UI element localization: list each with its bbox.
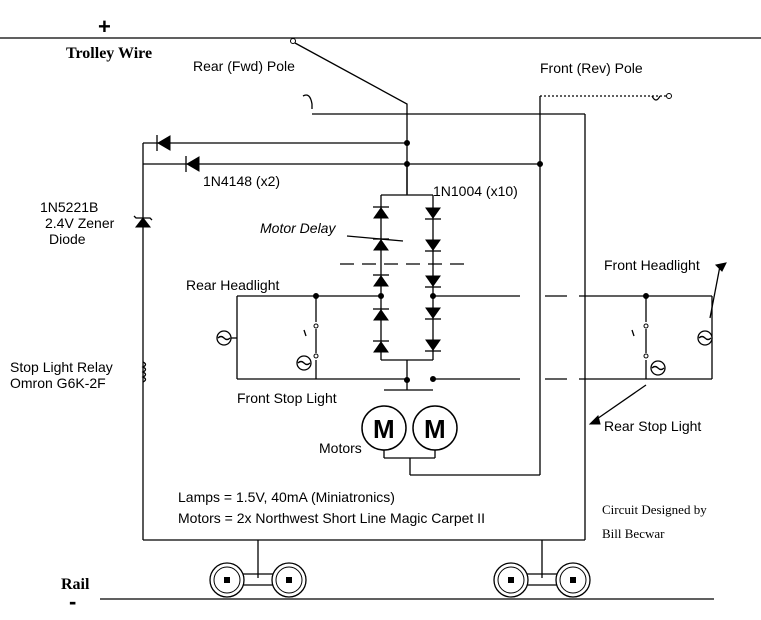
front-headlight-label: Front Headlight bbox=[604, 257, 700, 273]
front-pole-label: Front (Rev) Pole bbox=[540, 60, 643, 76]
rear-pole-tip bbox=[290, 38, 296, 44]
relay-contact-dot bbox=[313, 323, 319, 329]
junction bbox=[404, 377, 410, 383]
rear-pole-label: Rear (Fwd) Pole bbox=[193, 58, 295, 74]
rectifier-diodes-right bbox=[425, 207, 441, 352]
motor-delay-pointer bbox=[346, 235, 404, 242]
rect-diodes-label: 1N1004 (x10) bbox=[433, 183, 518, 199]
relay-contact-mark bbox=[303, 329, 307, 337]
relay-contact-dot bbox=[643, 323, 649, 329]
junction bbox=[378, 293, 384, 299]
rear-stop-light-filament bbox=[651, 365, 665, 371]
junction bbox=[313, 293, 319, 299]
rear-stop-light-pointer bbox=[593, 384, 647, 422]
relay-contact-dot bbox=[313, 353, 319, 359]
trolley-wire-label: Trolley Wire bbox=[66, 45, 152, 62]
front-pole-tip bbox=[666, 93, 672, 99]
rear-pole-hook bbox=[302, 94, 313, 109]
negative-sign: - bbox=[69, 589, 76, 614]
credit-line-1: Circuit Designed by bbox=[602, 502, 707, 517]
positive-sign: + bbox=[98, 14, 111, 39]
credit-line-2: Bill Becwar bbox=[602, 526, 665, 541]
motors-label: Motors bbox=[319, 440, 362, 456]
relay-contact-dot bbox=[643, 353, 649, 359]
signal-diode-1 bbox=[157, 135, 171, 151]
signal-diode-2 bbox=[186, 156, 200, 172]
junction bbox=[430, 293, 436, 299]
motor-2-symbol: M bbox=[424, 414, 446, 444]
junction bbox=[643, 293, 649, 299]
truck-1 bbox=[209, 562, 307, 598]
rear-headlight-label: Rear Headlight bbox=[186, 277, 279, 293]
relay-label-2: Omron G6K-2F bbox=[10, 375, 106, 391]
zener-diode bbox=[134, 217, 152, 228]
truck-2 bbox=[493, 562, 591, 598]
junction bbox=[430, 376, 436, 382]
front-headlight-pointer bbox=[709, 265, 721, 319]
zener-desc-label: 2.4V Zener bbox=[45, 215, 115, 231]
relay-contact-mark bbox=[631, 329, 635, 337]
pointer-arrowhead bbox=[714, 262, 727, 272]
zener-word-label: Diode bbox=[49, 231, 86, 247]
relay-coil bbox=[141, 361, 147, 383]
rectifier-diodes-left bbox=[373, 206, 389, 353]
junction bbox=[537, 161, 543, 167]
motors-note: Motors = 2x Northwest Short Line Magic C… bbox=[178, 510, 485, 526]
rear-pole bbox=[294, 42, 408, 194]
motor-1-symbol: M bbox=[373, 414, 395, 444]
rear-headlight-filament bbox=[217, 335, 231, 341]
pointer-arrowhead bbox=[588, 415, 601, 425]
rail-label: Rail bbox=[61, 576, 90, 593]
zener-bar bbox=[133, 215, 153, 221]
lamps-note: Lamps = 1.5V, 40mA (Miniatronics) bbox=[178, 489, 395, 505]
front-pole-hook bbox=[651, 95, 661, 101]
rear-stop-light-label: Rear Stop Light bbox=[604, 418, 701, 434]
relay-label-1: Stop Light Relay bbox=[10, 359, 113, 375]
front-stop-light-label: Front Stop Light bbox=[237, 390, 337, 406]
front-headlight-filament bbox=[698, 335, 712, 341]
front-stop-light-filament bbox=[297, 360, 311, 366]
motor-delay-label: Motor Delay bbox=[260, 220, 336, 236]
zener-part-label: 1N5221B bbox=[40, 199, 98, 215]
junction bbox=[404, 140, 410, 146]
signal-diodes-label: 1N4148 (x2) bbox=[203, 173, 280, 189]
